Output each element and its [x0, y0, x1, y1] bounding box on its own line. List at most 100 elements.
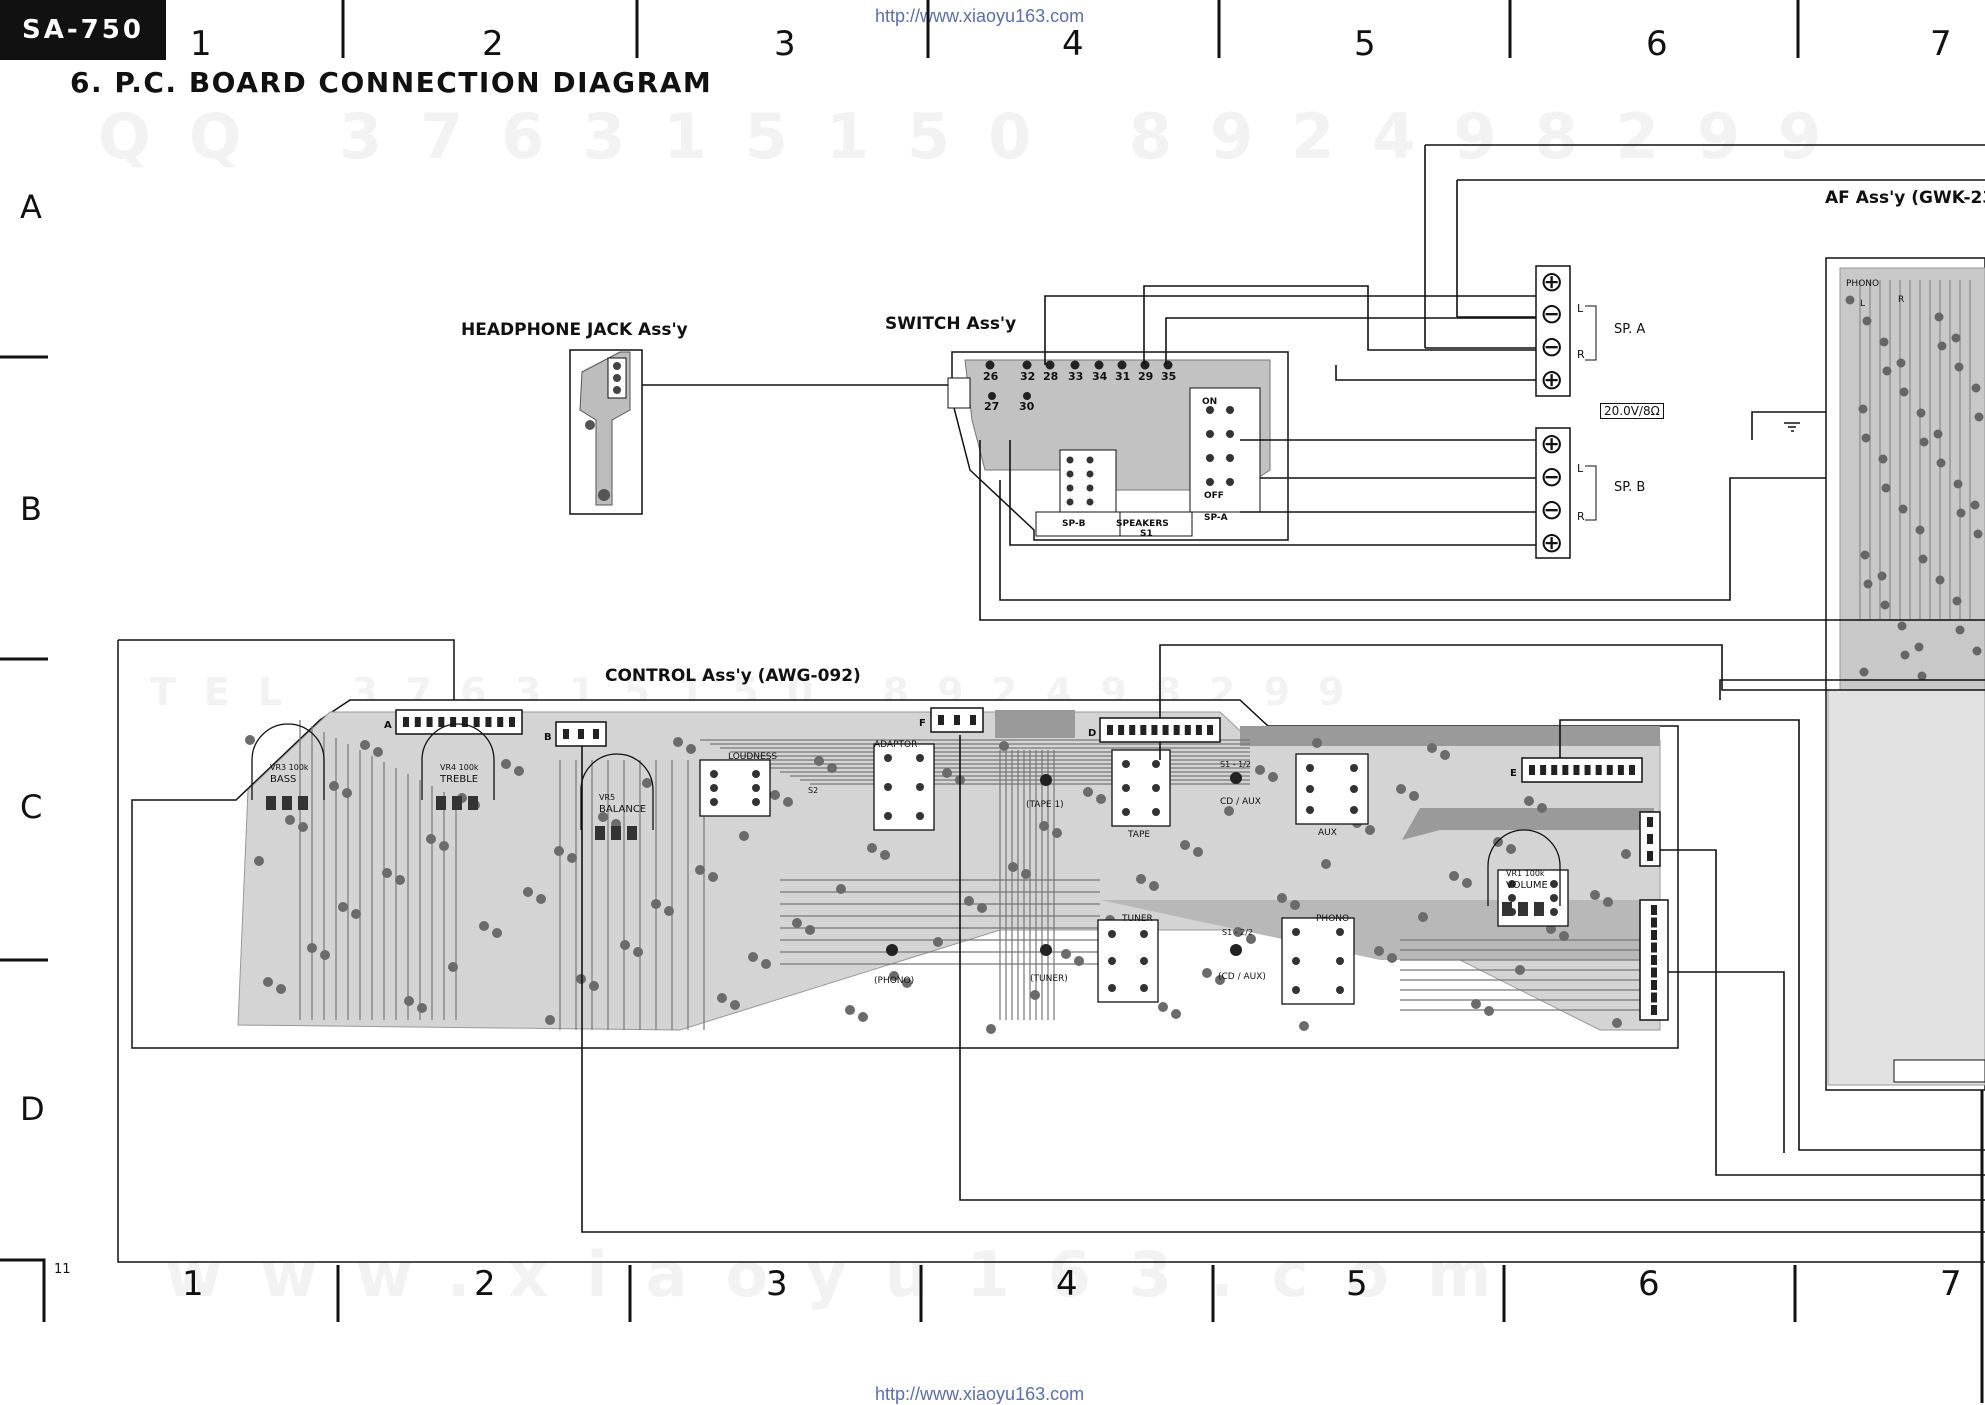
- solder-pad: [1202, 968, 1212, 978]
- solder-pad: [1268, 772, 1278, 782]
- watermark-bottom: www.xiaoyu163.com: [165, 1238, 1530, 1311]
- switch-contact: [752, 798, 760, 806]
- solder-pad: [858, 1012, 868, 1022]
- solder-pad: [1914, 642, 1924, 652]
- control-assy-label: CONTROL Ass'y (AWG-092): [605, 666, 861, 686]
- connector-pin: [1562, 765, 1569, 775]
- solder-pad: [686, 744, 696, 754]
- solder-pad: [1255, 765, 1265, 775]
- switch-contact: [916, 754, 924, 762]
- wire-harness: [581, 144, 1985, 1233]
- switch-ref: S1 - 1/2: [1220, 760, 1252, 769]
- row-marker: D: [20, 1090, 45, 1128]
- solder-pad: [567, 853, 577, 863]
- sp-b-l-label: L: [1577, 462, 1584, 475]
- connector-header: [1521, 757, 1643, 783]
- solder-pad: [1880, 600, 1890, 610]
- switch-contact: [1226, 430, 1234, 438]
- solder-pad: [576, 974, 586, 984]
- solder-pad: [889, 971, 899, 981]
- solder-pad: [1878, 454, 1888, 464]
- solder-pad: [1935, 575, 1945, 585]
- switch-contact: [1226, 406, 1234, 414]
- solder-pad: [1917, 671, 1927, 681]
- switch-pin: [1140, 360, 1150, 370]
- column-marker-top: 5: [1354, 24, 1376, 64]
- solder-pad: [1859, 667, 1869, 677]
- speaker-terminal-glyph: ⊕: [1540, 526, 1563, 559]
- switch-contact: [1108, 984, 1116, 992]
- solder-pad: [986, 1024, 996, 1034]
- solder-pad: [1039, 821, 1049, 831]
- connector-pin: [1140, 725, 1147, 735]
- source-url-bottom[interactable]: http://www.xiaoyu163.com: [875, 1384, 1085, 1404]
- switch-label: SPEAKERS: [1116, 519, 1169, 529]
- speaker-terminal-glyph: ⊖: [1540, 297, 1563, 330]
- switch-label: (CD / AUX): [1218, 972, 1266, 982]
- solder-pad: [1898, 504, 1908, 514]
- switch-contact: [1206, 406, 1214, 414]
- column-marker-top: 4: [1062, 24, 1084, 64]
- connector-pin: [1207, 725, 1213, 735]
- solder-pad: [977, 903, 987, 913]
- control-frame: [118, 639, 455, 705]
- solder-pad: [1861, 433, 1871, 443]
- solder-pad: [448, 962, 458, 972]
- switch-contact: [1140, 957, 1148, 965]
- solder-pad: [1427, 743, 1437, 753]
- connector-pin: [1195, 725, 1202, 735]
- speaker-terminals: [1535, 265, 1597, 559]
- switch-contact: [1292, 928, 1300, 936]
- solder-pad: [1590, 890, 1600, 900]
- sp-a-r-label: R: [1577, 348, 1585, 361]
- speaker-terminal-glyph: ⊖: [1540, 493, 1563, 526]
- switch-block: [873, 743, 935, 831]
- switch-label: ON: [1202, 397, 1217, 407]
- solder-pad: [748, 952, 758, 962]
- switch-contact: [1226, 478, 1234, 486]
- column-marker-top: 6: [1646, 24, 1668, 64]
- knob-pin: [468, 796, 478, 810]
- solder-pad: [1899, 387, 1909, 397]
- control-parts: [699, 743, 1569, 1005]
- solder-pad: [514, 766, 524, 776]
- page-title: 6. P.C. BOARD CONNECTION DIAGRAM: [70, 66, 713, 99]
- switch-label: ADAPTOR: [874, 740, 918, 750]
- solder-pad: [501, 759, 511, 769]
- knob-pin: [436, 796, 446, 810]
- solder-pad: [1440, 750, 1450, 760]
- solder-pad: [479, 921, 489, 931]
- solder-pad: [999, 741, 1009, 751]
- switch-contact: [1086, 498, 1094, 506]
- switch-pin: [988, 392, 996, 400]
- solder-pad: [1158, 1002, 1168, 1012]
- switch-label: PHONO: [1316, 914, 1350, 924]
- connector-pin: [1162, 725, 1169, 735]
- connector-header: [1099, 717, 1221, 743]
- switch-contact: [1306, 806, 1314, 814]
- speaker-rating-badge: 20.0V/8Ω: [1600, 403, 1664, 419]
- solder-pad: [739, 831, 749, 841]
- connector-pin: [1584, 765, 1591, 775]
- connector-pin: [1617, 765, 1624, 775]
- solder-pad: [1973, 529, 1983, 539]
- connector-pin: [1651, 992, 1657, 1003]
- solder-pad: [276, 984, 286, 994]
- knob-ref: VR1 100k: [1506, 869, 1545, 878]
- solder-pad: [1052, 828, 1062, 838]
- solder-pad: [1952, 596, 1962, 606]
- connector-pin: [1647, 817, 1653, 827]
- solder-pad: [1936, 458, 1946, 468]
- solder-pad: [1971, 383, 1981, 393]
- sp-a-label: SP. A: [1614, 322, 1646, 337]
- connector-pin: [1651, 955, 1657, 965]
- switch-pin: [1070, 360, 1080, 370]
- solder-pad: [1061, 949, 1071, 959]
- switch-contact: [1086, 470, 1094, 478]
- solder-pad: [1365, 825, 1375, 835]
- column-marker-bottom: 6: [1638, 1264, 1660, 1304]
- solder-pad: [1974, 412, 1984, 422]
